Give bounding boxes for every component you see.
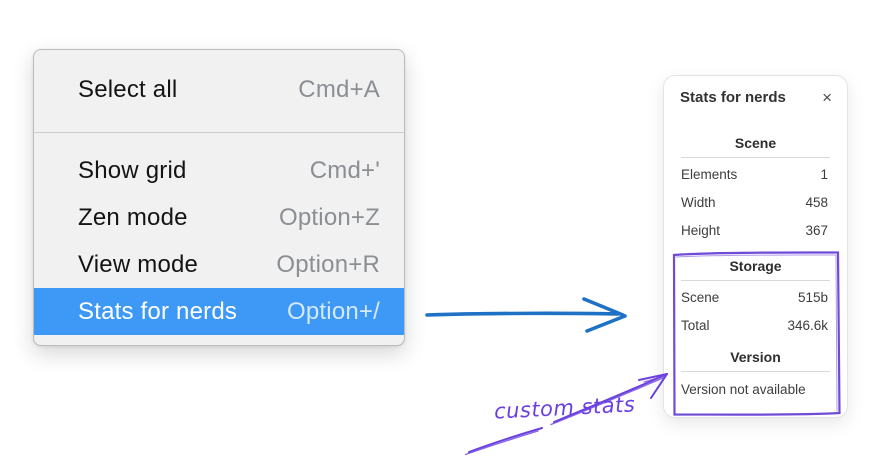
stats-panel-header: Stats for nerds × [664,76,847,106]
menu-item-label: Select all [78,76,178,103]
stat-row-scene: Scene 515b [681,284,828,312]
menu-item-label: Stats for nerds [78,297,238,325]
stat-label: Scene [681,290,720,305]
close-icon[interactable]: × [822,88,832,107]
custom-stats-annotation: custom stats [493,392,636,424]
menu-item-shortcut: Option+/ [287,297,380,325]
menu-item-label: Show grid [78,156,187,184]
stat-value: 346.6k [787,318,828,333]
context-menu: Select all Cmd+A Show grid Cmd+' Zen mod… [33,49,405,346]
menu-item-shortcut: Option+Z [279,203,380,231]
menu-item-zen-mode[interactable]: Zen mode Option+Z [34,194,404,241]
scene-section-heading: Scene [734,135,777,151]
storage-rows: Scene 515b Total 346.6k [664,284,847,340]
menu-item-shortcut: Cmd+' [309,156,380,184]
stat-row-elements: Elements 1 [681,161,828,189]
menu-separator [34,132,404,133]
scene-rows: Elements 1 Width 458 Height 367 [664,161,847,245]
stat-row-width: Width 458 [681,189,828,217]
stat-value: 367 [805,223,828,238]
flow-arrow [425,297,627,333]
menu-item-stats-for-nerds[interactable]: Stats for nerds Option+/ [34,288,404,335]
stat-row-height: Height 367 [681,217,828,245]
separator [681,280,830,281]
stat-label: Total [681,318,710,333]
menu-item-view-mode[interactable]: View mode Option+R [34,241,404,288]
separator [681,371,830,372]
menu-item-show-grid[interactable]: Show grid Cmd+' [34,147,404,194]
menu-item-label: View mode [78,250,199,278]
stat-label: Height [681,223,721,238]
version-section-heading: Version [730,349,781,365]
stat-value: 1 [820,167,828,182]
stat-label: Elements [681,167,738,182]
menu-item-select-all[interactable]: Select all Cmd+A [34,56,404,124]
storage-section-heading: Storage [729,258,782,274]
stat-value: 458 [805,195,828,210]
annotation-arrow [464,373,668,456]
menu-item-label: Zen mode [78,203,188,231]
version-note: Version not available [681,382,806,397]
stats-panel: Stats for nerds × Scene Elements 1 Width… [663,75,848,418]
stat-row-total: Total 346.6k [681,312,828,340]
menu-item-shortcut: Cmd+A [298,76,380,103]
menu-item-shortcut: Option+R [276,250,380,278]
separator [681,157,830,158]
stat-value: 515b [797,290,828,305]
stats-panel-title: Stats for nerds [680,89,786,106]
stat-label: Width [681,195,716,210]
